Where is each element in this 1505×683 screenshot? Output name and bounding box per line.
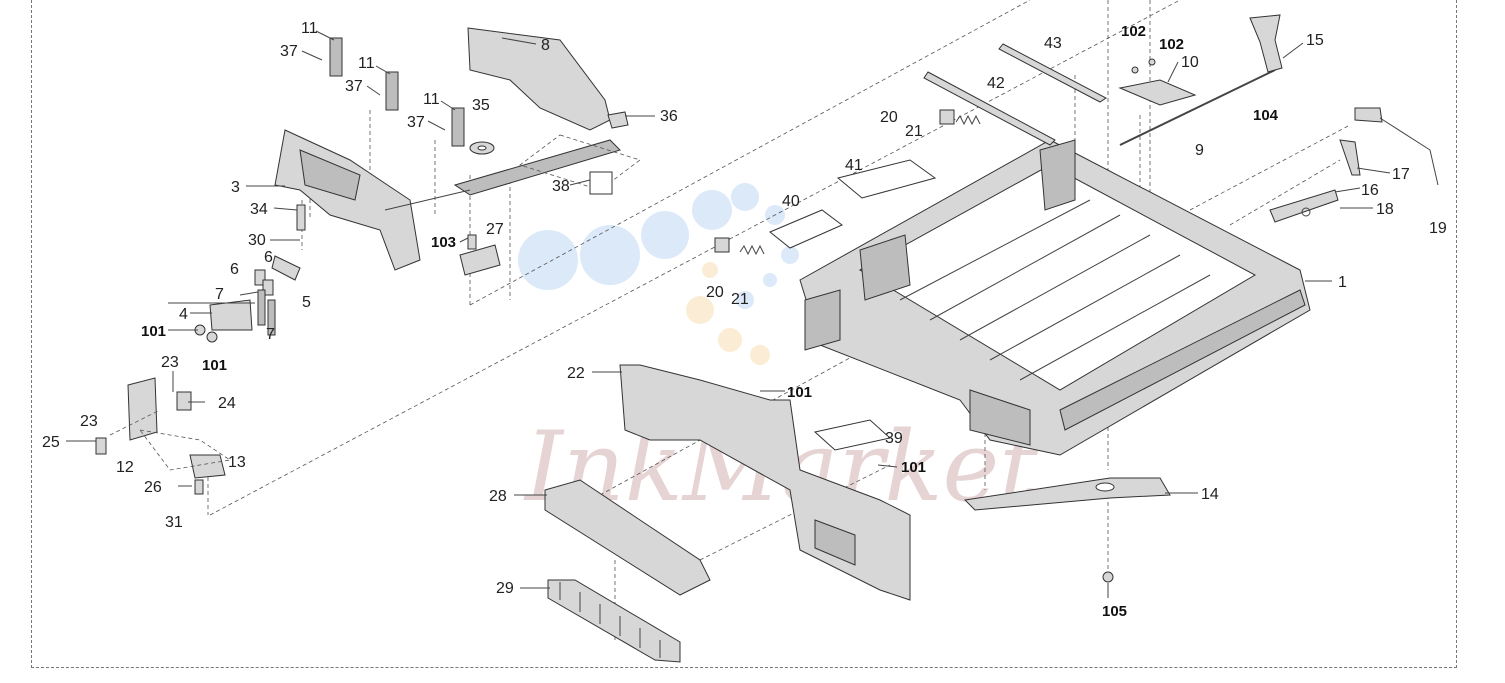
callout-17: 17 — [1392, 166, 1410, 183]
callout-101-b: 101 — [202, 357, 227, 374]
callout-6-b: 6 — [264, 249, 273, 266]
callout-102-a: 102 — [1121, 23, 1146, 40]
callout-27: 27 — [486, 221, 504, 238]
part-29-comb — [547, 579, 681, 663]
callout-43: 43 — [1044, 35, 1062, 52]
callout-11-b: 11 — [358, 55, 375, 72]
callout-12: 12 — [116, 459, 134, 476]
callout-21-b: 21 — [731, 291, 749, 308]
callout-23-a: 23 — [161, 354, 179, 371]
callout-101-a: 101 — [141, 323, 166, 340]
leader-lines — [66, 30, 1391, 598]
callout-13: 13 — [228, 454, 246, 471]
callout-18: 18 — [1376, 201, 1394, 218]
callout-104: 104 — [1253, 107, 1279, 124]
callout-37-b: 37 — [345, 78, 363, 95]
callout-30: 30 — [248, 232, 266, 249]
callout-40: 40 — [782, 193, 800, 210]
springs — [714, 109, 981, 256]
callout-9: 9 — [1195, 142, 1204, 159]
callout-21-a: 21 — [905, 123, 923, 140]
callout-26: 26 — [144, 479, 162, 496]
callout-22: 22 — [567, 365, 585, 382]
callout-24: 24 — [218, 395, 236, 412]
callout-39: 39 — [885, 430, 903, 447]
part-8-top-rail — [453, 27, 641, 196]
callout-19: 19 — [1429, 220, 1447, 237]
callout-103: 103 — [431, 234, 456, 251]
part-22-28-front-cover — [544, 364, 911, 601]
callout-105: 105 — [1102, 603, 1127, 620]
callout-1: 1 — [1338, 274, 1347, 291]
part-1-main-tray — [799, 139, 1311, 456]
callout-101-c: 101 — [787, 384, 812, 401]
callout-20-b: 20 — [706, 284, 724, 301]
callout-16: 16 — [1361, 182, 1379, 199]
callout-102-b: 102 — [1159, 36, 1184, 53]
callout-37-a: 37 — [280, 43, 298, 60]
right-side-parts — [1118, 14, 1439, 223]
callout-28: 28 — [489, 488, 507, 505]
callout-4: 4 — [179, 306, 188, 323]
callout-3: 3 — [231, 179, 240, 196]
callout-7-a: 7 — [215, 286, 224, 303]
callout-31: 31 — [165, 514, 183, 531]
callout-8: 8 — [541, 37, 550, 54]
middle-small-parts — [459, 111, 629, 276]
left-small-parts — [95, 37, 465, 495]
callout-38: 38 — [552, 178, 570, 195]
callout-42: 42 — [987, 75, 1005, 92]
part-3-frame — [274, 129, 471, 271]
callout-14: 14 — [1201, 486, 1219, 503]
callout-20-a: 20 — [880, 109, 898, 126]
label-sheets — [769, 43, 1107, 451]
callout-101-d: 101 — [901, 459, 926, 476]
callout-34: 34 — [250, 201, 268, 218]
callout-25: 25 — [42, 434, 60, 451]
part-14-lever — [963, 477, 1171, 583]
callout-11-c: 11 — [423, 91, 440, 108]
callout-29: 29 — [496, 580, 514, 597]
callout-37-c: 37 — [407, 114, 425, 131]
callout-10: 10 — [1181, 54, 1199, 71]
callout-6-a: 6 — [230, 261, 239, 278]
callout-36: 36 — [660, 108, 678, 125]
callout-7-b: 7 — [266, 326, 275, 343]
callout-15: 15 — [1306, 32, 1324, 49]
callout-41: 41 — [845, 157, 863, 174]
callout-35: 35 — [472, 97, 490, 114]
callout-labels: 11 37 11 37 11 37 35 8 36 38 3 34 30 103… — [42, 20, 1447, 620]
callout-5: 5 — [302, 294, 311, 311]
callout-23-b: 23 — [80, 413, 98, 430]
diagram-frame — [31, 0, 1457, 668]
callout-11-a: 11 — [301, 20, 318, 37]
